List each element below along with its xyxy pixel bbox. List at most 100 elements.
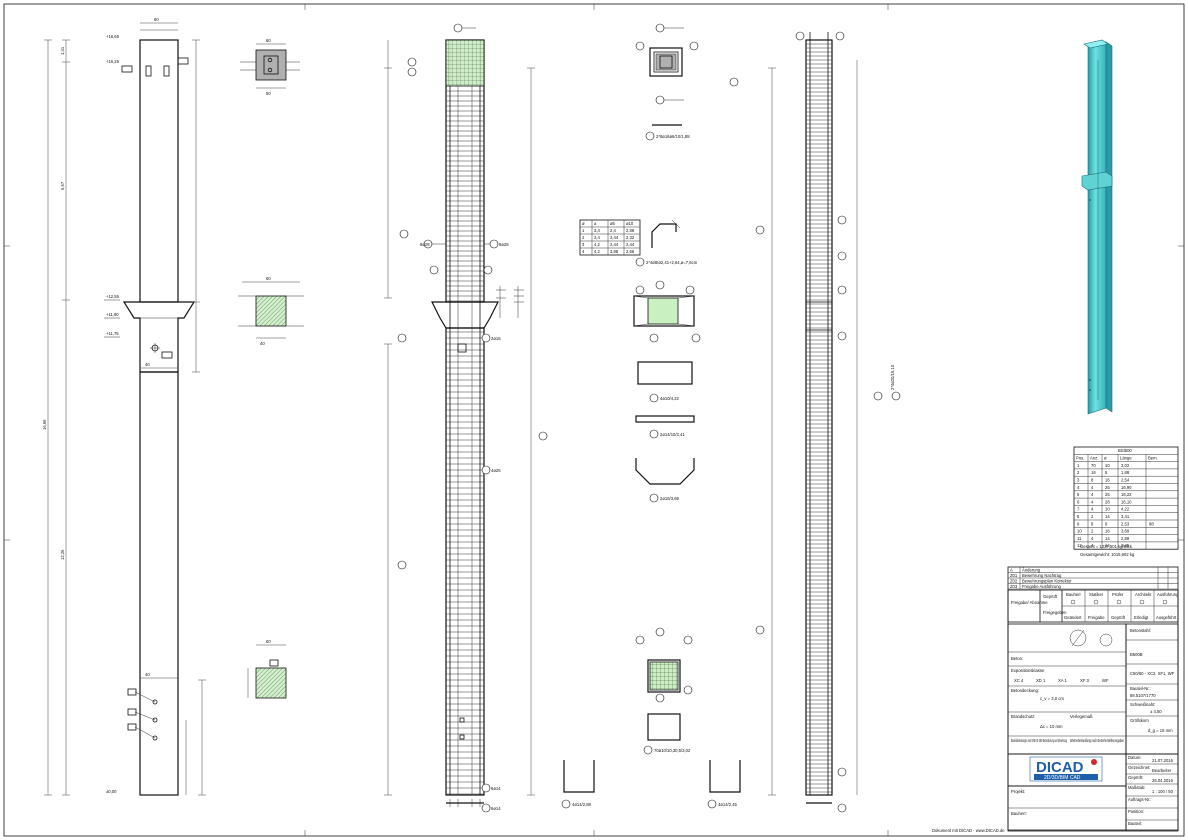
drawn-label: Gezeichnet: xyxy=(1128,765,1150,770)
steel-list-cell: 8 xyxy=(1105,521,1108,526)
bend-table-cell: 3,88 xyxy=(610,249,619,254)
steel-list-header: Bem. xyxy=(1148,456,1158,461)
exposure-3: XA 1 xyxy=(1058,678,1068,683)
steel-list-cell: 4 xyxy=(1091,543,1094,548)
callout-ø28: 8ø28 xyxy=(420,239,446,249)
approval-col-5: Ausführung xyxy=(1157,592,1179,597)
steel-list-cell: 25 xyxy=(1105,485,1110,490)
callout-text-ø28: 8ø28 xyxy=(420,242,430,247)
steel-list-cell: 14 xyxy=(1105,543,1110,548)
component-label: Bauteil: xyxy=(1128,821,1142,826)
exposure-4: XF 3 xyxy=(1080,678,1090,683)
scale-label: Maßstab: xyxy=(1128,785,1145,790)
bend-table-cell: 2,44 xyxy=(610,235,619,240)
callout-text-ø25: 4ø25 xyxy=(491,468,501,473)
weld-value: ± 4,50 xyxy=(1150,709,1162,714)
logo-sub-text: 2D/3D/BIM CAD xyxy=(1044,775,1081,781)
grain-label: Größtkorn xyxy=(1130,718,1150,723)
concrete-label: Beton: xyxy=(1011,656,1023,661)
approval-status-2: Freigabe xyxy=(1088,615,1105,620)
steel-list-cell: 2,54 xyxy=(1121,478,1130,483)
dim-overall-height: 16,66 xyxy=(42,419,47,430)
steel-list-cell: 2,45 xyxy=(1121,543,1130,548)
position-label: Position: xyxy=(1128,809,1144,814)
reinforcement-elevation-1: 8ø28 8ø28 4ø25 2ø16 6ø14 6ø14 xyxy=(384,23,548,813)
steel-list-cell: 2 xyxy=(1077,470,1080,475)
sec-bot-width: 60 xyxy=(266,639,271,644)
bend-table-cell: 4 xyxy=(582,249,585,254)
steel-list-cell: 8 xyxy=(1077,514,1080,519)
steel-list-cell: 4 xyxy=(1091,485,1094,490)
revision-index: Z01 xyxy=(1010,573,1018,578)
dim-width-top: 60 xyxy=(154,17,159,22)
dim-width-mid: 40 xyxy=(145,362,150,367)
bend-table-header: ø10 xyxy=(626,221,634,226)
elev-top: +16,65 xyxy=(106,34,120,39)
approval-status-3: Geprüft xyxy=(1111,615,1126,620)
bar-mark-3: 2*4ø20/16,10 xyxy=(890,364,895,390)
bend-table-cell: 3 xyxy=(582,242,585,247)
steel-list-header: Anz. xyxy=(1090,456,1098,461)
approval-col-2: Statiker xyxy=(1089,592,1104,597)
reinforcement-elevation-2: 2*4ø20/16,10 xyxy=(729,31,901,813)
bend-table-cell: 2,88 xyxy=(626,228,635,233)
sec-mid-width: 60 xyxy=(266,276,271,281)
steel-list-cell: 16 xyxy=(1105,529,1110,534)
tolerance-value: Δc = 10 mm xyxy=(1040,724,1063,729)
steel-list-cell: 3 xyxy=(1077,478,1080,483)
steel-list-cell: 4 xyxy=(1091,536,1094,541)
bend-table-cell: 2,4 xyxy=(594,235,600,240)
dim-top: 1,41 xyxy=(60,46,65,55)
callout-ø16: 2ø16 xyxy=(481,333,501,343)
bend-table-cell: 2,44 xyxy=(610,242,619,247)
steel-list-cell: 88 xyxy=(1149,521,1154,526)
steel-list-cell: 5 xyxy=(1077,492,1080,497)
datum-value: 21.07.2016 xyxy=(1152,758,1174,763)
dim-upper: 6,67 xyxy=(60,181,65,190)
bar-mark-7: 4ø10/4,22 xyxy=(660,396,680,401)
exposure-2: XD 1 xyxy=(1036,678,1046,683)
approval-row-2: Freigegeben xyxy=(1043,610,1067,615)
steel-list-cell: 4 xyxy=(1077,485,1080,490)
steel-list-cell: 7 xyxy=(1077,507,1080,512)
grain-value: d_g = 16 mm xyxy=(1148,728,1173,733)
callout-ø28-r: 8ø28 xyxy=(484,239,509,249)
callout-text-ø14: 6ø14 xyxy=(491,786,501,791)
approval-label: Freigabe/ Abnahme xyxy=(1011,600,1048,605)
revision-text: Änderung xyxy=(1022,567,1041,572)
datum-label: Datum: xyxy=(1128,755,1142,760)
steel-list-cell: 8 xyxy=(1091,521,1094,526)
section-bottom: 60 xyxy=(247,639,287,699)
steel-list-cell: 4,22 xyxy=(1121,507,1130,512)
steel-list-cell: 11 xyxy=(1077,536,1082,541)
elev-4: +11,90 xyxy=(106,312,119,317)
steel-weight-total: Gesamt = 1037,501 kg/Stck. xyxy=(1080,544,1133,549)
steel-list-cell: 70 xyxy=(1091,463,1096,468)
steel-list-cell: 1 xyxy=(1077,463,1080,468)
steel-list-cell: 16,10 xyxy=(1121,499,1132,504)
cover-label: Betondeckung: xyxy=(1011,688,1039,693)
column-3d-view xyxy=(1081,39,1113,415)
logo-main-text: DICAD xyxy=(1036,759,1084,776)
section-middle: 60 40 xyxy=(238,276,304,346)
revision-index: Z02 xyxy=(1010,578,1018,583)
steel-list-cell: 14 xyxy=(1105,536,1110,541)
fire-label: Brandschutz: xyxy=(1011,714,1035,719)
elev-5: +11,75 xyxy=(106,331,119,336)
dim-lower: 12,26 xyxy=(60,549,65,560)
steel-weight-element: Gesamtgewicht: 1015,602 kg xyxy=(1080,552,1135,557)
approval-row-1: Geprüft xyxy=(1043,594,1058,599)
elev-2: +16,25 xyxy=(106,59,120,64)
steel-list-cell: 3,41 xyxy=(1121,514,1130,519)
steel-list-cell: 4 xyxy=(1091,492,1094,497)
callout-ø14: 6ø14 6ø14 xyxy=(481,783,501,813)
dim-width-bottom: 40 xyxy=(145,672,150,677)
bend-table-header: ø5 xyxy=(610,221,616,226)
revision-text: Freigabe Ausführung xyxy=(1022,584,1062,589)
steel-list-cell: 10 xyxy=(1105,463,1110,468)
callout-ø25: 4ø25 xyxy=(481,465,501,475)
drawn-value: Bearbeiter xyxy=(1152,768,1172,773)
